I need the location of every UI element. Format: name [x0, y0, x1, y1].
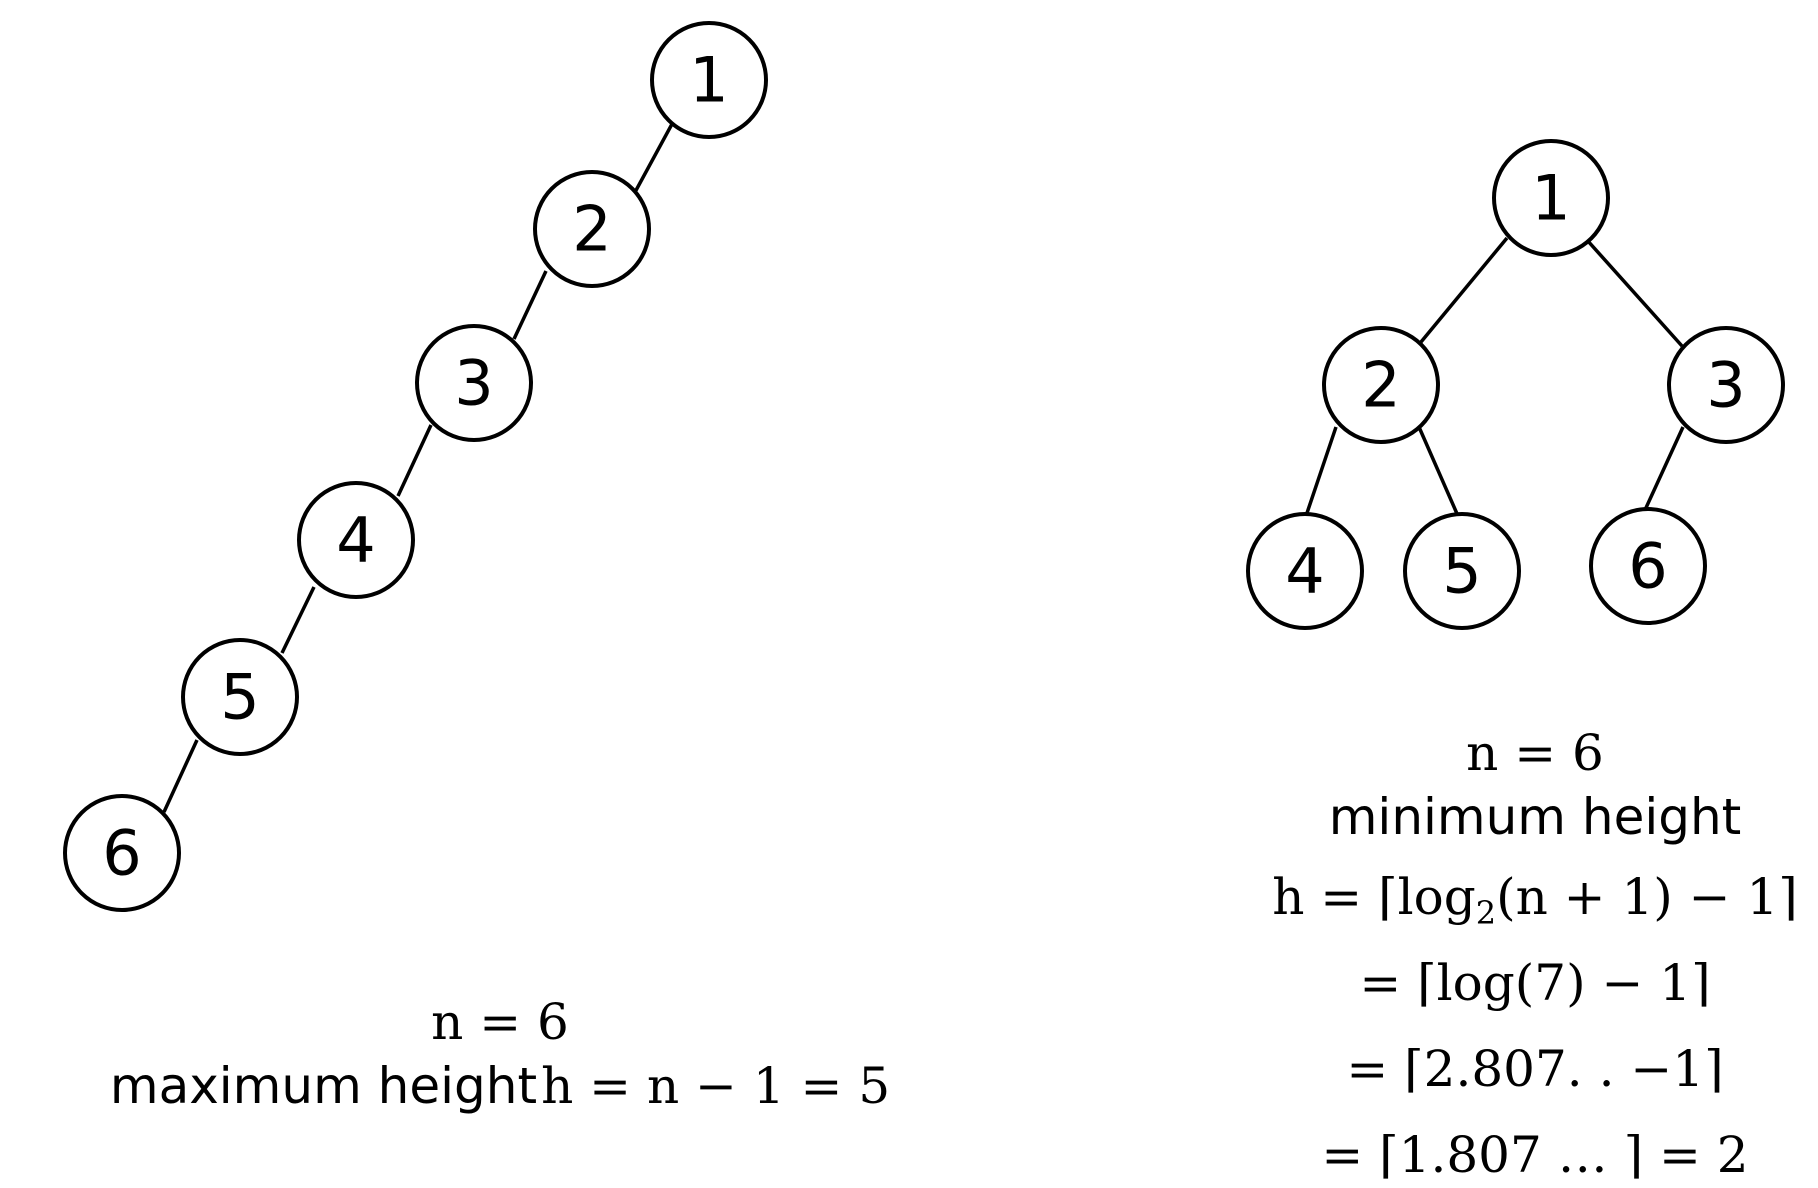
right-node-5-label: 5: [1442, 535, 1481, 608]
left-node-3-label: 3: [454, 347, 493, 420]
right-node-6-label: 6: [1628, 530, 1667, 603]
right-formula-line-3: = ⌈2.807. . −1⌉: [1255, 1044, 1815, 1094]
right-edge-1-3: [1585, 238, 1684, 348]
right-node-3-label: 3: [1706, 349, 1745, 422]
right-formula-line-4-text: = ⌈1.807 … ⌉ = 2: [1321, 1126, 1749, 1184]
right-node-5: 5: [1403, 512, 1521, 630]
right-caption-n: n = 6: [1365, 728, 1705, 778]
right-caption-label: minimum height: [1255, 792, 1815, 842]
left-edge-1-2: [632, 123, 674, 195]
right-n-formula: n = 6: [1466, 724, 1604, 782]
left-edge-3-4: [396, 424, 433, 497]
right-formula-log-base: 2: [1475, 894, 1497, 932]
left-node-3: 3: [415, 324, 533, 442]
right-formula-line-2-text: = ⌈log(7) − 1⌉: [1359, 954, 1711, 1012]
left-node-6: 6: [63, 794, 181, 912]
right-edge-3-6: [1643, 426, 1685, 511]
right-node-4-label: 4: [1285, 535, 1324, 608]
left-node-6-label: 6: [102, 817, 141, 890]
right-node-2-label: 2: [1361, 349, 1400, 422]
left-node-4: 4: [297, 481, 415, 599]
right-formula-line-2: = ⌈log(7) − 1⌉: [1255, 958, 1815, 1008]
left-height-formula: h = n − 1 = 5: [541, 1057, 891, 1115]
right-formula-line-1-prefix: h = ⌈log: [1272, 868, 1476, 926]
left-node-2-label: 2: [572, 193, 611, 266]
right-node-4: 4: [1246, 512, 1364, 630]
right-edge-2-4: [1305, 426, 1338, 514]
right-formula-line-1-suffix: (n + 1) − 1⌉: [1496, 868, 1798, 926]
left-caption-height: maximum height h = n − 1 = 5: [60, 1061, 940, 1111]
left-n-formula: n = 6: [431, 993, 569, 1051]
left-node-5-label: 5: [220, 661, 259, 734]
right-node-6: 6: [1589, 507, 1707, 625]
right-edge-2-5: [1417, 426, 1460, 517]
right-node-2: 2: [1322, 326, 1440, 444]
left-node-5: 5: [181, 638, 299, 756]
right-node-1: 1: [1492, 139, 1610, 257]
right-formula-line-3-text: = ⌈2.807. . −1⌉: [1346, 1040, 1724, 1098]
right-formula-line-4: = ⌈1.807 … ⌉ = 2: [1255, 1130, 1815, 1180]
left-node-4-label: 4: [336, 504, 375, 577]
left-edge-5-6: [162, 739, 199, 813]
left-caption-n: n = 6: [330, 997, 670, 1047]
right-tree-edges: [1305, 236, 1685, 517]
left-node-2: 2: [533, 170, 651, 288]
left-tree-edges: [162, 123, 674, 813]
left-edge-4-5: [280, 586, 316, 654]
left-node-1-label: 1: [689, 44, 728, 117]
left-height-label: maximum height: [109, 1057, 538, 1115]
left-node-1: 1: [650, 21, 768, 139]
left-edge-2-3: [512, 270, 548, 340]
right-node-3: 3: [1667, 326, 1785, 444]
right-edge-1-2: [1419, 236, 1509, 344]
right-formula-line-1: h = ⌈log2(n + 1) − 1⌉: [1255, 872, 1815, 929]
right-node-1-label: 1: [1531, 162, 1570, 235]
right-height-label: minimum height: [1328, 788, 1742, 846]
